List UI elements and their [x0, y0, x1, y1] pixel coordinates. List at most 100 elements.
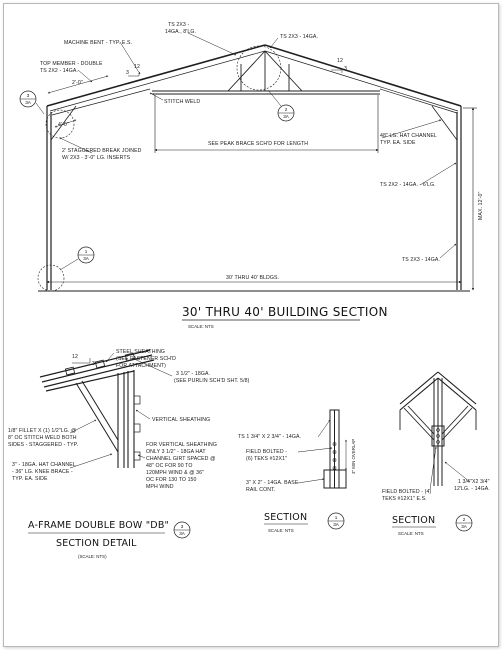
label-purlin-2: (SEE PURLIN SCH'D SHT. 5/8)	[174, 378, 250, 384]
section-1-title: SECTION	[264, 512, 307, 523]
base-detail-circle	[37, 264, 65, 292]
sheet-frame	[3, 3, 499, 647]
peak-truss	[152, 50, 380, 95]
section-2-bubble: 2 3A	[455, 514, 473, 532]
section-1-member	[323, 409, 347, 489]
label-vs-6: OC FOR 130 TO 150	[146, 477, 197, 483]
label-pitch-12-left: 12	[134, 64, 140, 70]
a-frame-purlins	[64, 352, 136, 376]
label-vs-7: MPH WIND	[146, 484, 174, 490]
label-top-member-1: TOP MEMBER - DOUBLE	[40, 61, 103, 67]
building-section-scale: SCALE: NTS	[188, 324, 214, 329]
bubble-3-ref: 3A	[25, 100, 32, 105]
label-staggered-1: 2' STAGGERED BREAK JOINED	[62, 148, 142, 154]
section-2-bubble-num: 2	[463, 517, 466, 522]
section-2-braces	[399, 405, 477, 441]
leaders	[59, 32, 457, 259]
section-2-title: SECTION	[392, 515, 435, 526]
label-vs-3: CHANNEL GIRT SPACED @	[146, 456, 215, 462]
roof-chord	[46, 44, 462, 107]
label-steel-sheathing-2: (SEE FASTENER SCH'D	[116, 356, 176, 362]
section-2-field-bolted-2: TEKS #12X1" E.S.	[382, 496, 427, 502]
label-max-height: MAX. 12'-0"	[478, 192, 484, 220]
bubble-2-num: 2	[285, 107, 288, 112]
section-1-scale: SCALE: NTS	[268, 528, 294, 533]
section-2-bolts	[436, 428, 440, 444]
label-ts-top-2: 14GA., 8'LG.	[165, 29, 196, 35]
label-knee-2: - 36" LG. KNEE BRACE -	[12, 469, 73, 475]
section-1-field-bolted-2: (6) TEKS #12X1"	[246, 456, 287, 462]
bubble-2: 2 3A	[267, 89, 295, 122]
a-frame-bubble: 3 3A	[173, 521, 191, 539]
section-2-ts-2: 12'LG. - 14GA.	[454, 486, 490, 492]
section-2-scale: SCALE: NTS	[398, 531, 424, 536]
label-dim-4-0: 4'-0"	[58, 122, 69, 128]
label-vs-2: ONLY 3 1/2" - 18GA HAT	[146, 449, 206, 455]
peak-brace-dim	[154, 95, 379, 153]
a-frame-bubble-ref: 3A	[179, 531, 186, 536]
a-frame-title-1: A-FRAME DOUBLE BOW "DB"	[28, 520, 169, 531]
a-frame-title-2: SECTION DETAIL	[56, 538, 137, 549]
section-2-field-bolted-1: FIELD BOLTED - (4)	[382, 489, 431, 495]
a-frame-leaders	[69, 352, 173, 469]
label-fillet-3: SIDES - STAGGERED - TYP.	[8, 442, 78, 448]
section-1-base-rail-1: 3" X 2" - 14GA. BASE	[246, 480, 299, 486]
a-frame-girts	[133, 395, 141, 461]
label-vs-5: 120MPH WIND & @ 36"	[146, 470, 204, 476]
label-fillet-2: 8" OC STITCH WELD BOTH	[8, 435, 77, 441]
label-purlin-1: 3 1/2" - 18GA.	[176, 371, 210, 377]
label-ts-top-1: TS 2X3 -	[168, 22, 189, 28]
section-2-ts-1: 1 3/4"X2 3/4"	[458, 479, 490, 485]
building-section: 3 3A 2 3A 1 3A MACHINE BENT - TYP. E.S. …	[19, 22, 484, 329]
a-frame-bubble-num: 3	[181, 524, 184, 529]
section-1-ts-top: TS 1 3/4" X 2 3/4" - 14GA.	[238, 434, 301, 440]
bubble-3-num: 3	[27, 93, 30, 98]
label-pitch-3-right: 3	[344, 66, 347, 72]
section-1-dim-label: 3" MIN OVERLAP	[351, 439, 356, 474]
label-ts-2x3-base: TS 2X3 - 14GA.	[402, 257, 440, 263]
section-1-bolts	[332, 442, 337, 470]
peak-detail-circle	[236, 45, 282, 91]
label-stitch-weld: STITCH WELD	[164, 99, 200, 105]
section-2-bubble-ref: 3A	[461, 524, 468, 529]
section-1-base-rail-2: RAIL CONT.	[246, 487, 275, 493]
label-pitch-12-right: 12	[337, 58, 343, 64]
eave-dims	[47, 75, 109, 128]
label-peak-brace: SEE PEAK BRACE SCH'D FOR LENGTH	[208, 141, 308, 147]
a-frame-scale: (SCALE: NTS)	[78, 554, 107, 559]
label-hat-channel-1: 48" LG. HAT CHANNEL	[380, 133, 437, 139]
label-ts-2x2-6lg: TS 2X2 - 14GA. - 6'LG.	[380, 182, 436, 188]
label-knee-3: TYP. EA. SIDE	[12, 476, 48, 482]
a-frame-pitch-12: 12	[72, 354, 78, 360]
label-hat-channel-2: TYP. EA. SIDE	[380, 140, 416, 146]
max-height-dim	[463, 107, 477, 291]
section-1-field-bolted-1: FIELD BOLTED -	[246, 449, 287, 455]
label-vs-1: FOR VERTICAL SHEATHING	[146, 442, 217, 448]
section-1: TS 1 3/4" X 2 3/4" - 14GA. FIELD BOLTED …	[238, 409, 356, 533]
a-frame-pitch-3: 3	[92, 361, 95, 367]
section-1-bubble-ref: 3A	[333, 522, 340, 527]
bubble-1-num: 1	[85, 249, 88, 254]
building-section-title: 30' THRU 40' BUILDING SECTION	[182, 305, 388, 319]
label-steel-sheathing-1: STEEL SHEATHING	[116, 349, 165, 355]
label-fillet-1: 1/8" FILLET X (1) 1/2"LG. @	[8, 428, 76, 434]
label-vs-4: 48" OC FOR 90 TO	[146, 463, 193, 469]
label-dim-2-0: 2'-0"	[72, 80, 83, 86]
section-2-rafters	[399, 371, 477, 411]
label-pitch-3-left: 3	[126, 70, 129, 76]
columns	[46, 106, 462, 290]
section-1-bubble: 1 3A	[327, 512, 345, 530]
label-steel-sheathing-3: FOR ATTACHMENT)	[116, 363, 166, 369]
bubble-2-ref: 3A	[283, 114, 290, 119]
roof-chord-inner	[49, 50, 459, 116]
a-frame-column	[117, 370, 135, 468]
label-vertical-sheathing: VERTICAL SHEATHING	[152, 417, 210, 423]
a-frame-knee-brace	[75, 380, 119, 453]
section-2-leaders	[429, 446, 471, 491]
section-2-post	[431, 378, 445, 486]
a-frame-detail: 12 3 STEEL SHEATHING (SEE FASTENER SCH'D…	[8, 349, 250, 559]
section-2: FIELD BOLTED - (4) TEKS #12X1" E.S. 1 3/…	[382, 371, 490, 536]
label-knee-1: 3" - 18GA. HAT CHANNEL	[12, 462, 76, 468]
